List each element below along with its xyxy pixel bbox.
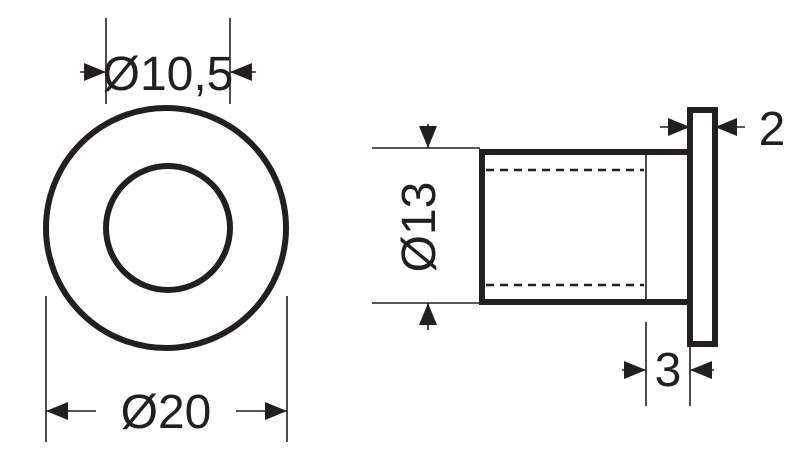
outer-circle <box>43 105 289 351</box>
inner-circle <box>103 163 233 293</box>
arrowhead-right <box>715 118 737 136</box>
dimension-label-outer-diameter: Ø20 <box>121 386 212 439</box>
dimension-shank-diameter: Ø13 <box>372 124 480 330</box>
bushing-shank <box>479 149 693 305</box>
dimension-outer-diameter: Ø20 <box>45 296 288 442</box>
dimension-flange-thickness: 2 <box>660 103 785 156</box>
arrowhead-right <box>265 402 287 420</box>
arrowhead-left <box>46 402 68 420</box>
arrowhead-left <box>624 361 646 379</box>
side-view <box>479 107 718 347</box>
arrowhead-right <box>230 63 252 81</box>
arrowhead-top <box>419 126 437 148</box>
dimension-inner-diameter: Ø10,5 <box>80 18 256 104</box>
arrowhead-left <box>84 63 106 81</box>
dimension-label-flange-thickness: 2 <box>759 103 786 156</box>
dimension-label-shank-diameter: Ø13 <box>393 182 446 273</box>
dimension-label-inner-diameter: Ø10,5 <box>103 48 234 101</box>
arrowhead-bottom <box>419 303 437 325</box>
front-view <box>43 105 289 351</box>
bushing-flange <box>687 107 718 347</box>
dimension-flange-offset: 3 <box>622 322 714 406</box>
arrowhead-right <box>690 361 712 379</box>
arrowhead-left <box>668 118 690 136</box>
dimension-label-flange-offset: 3 <box>655 344 682 397</box>
